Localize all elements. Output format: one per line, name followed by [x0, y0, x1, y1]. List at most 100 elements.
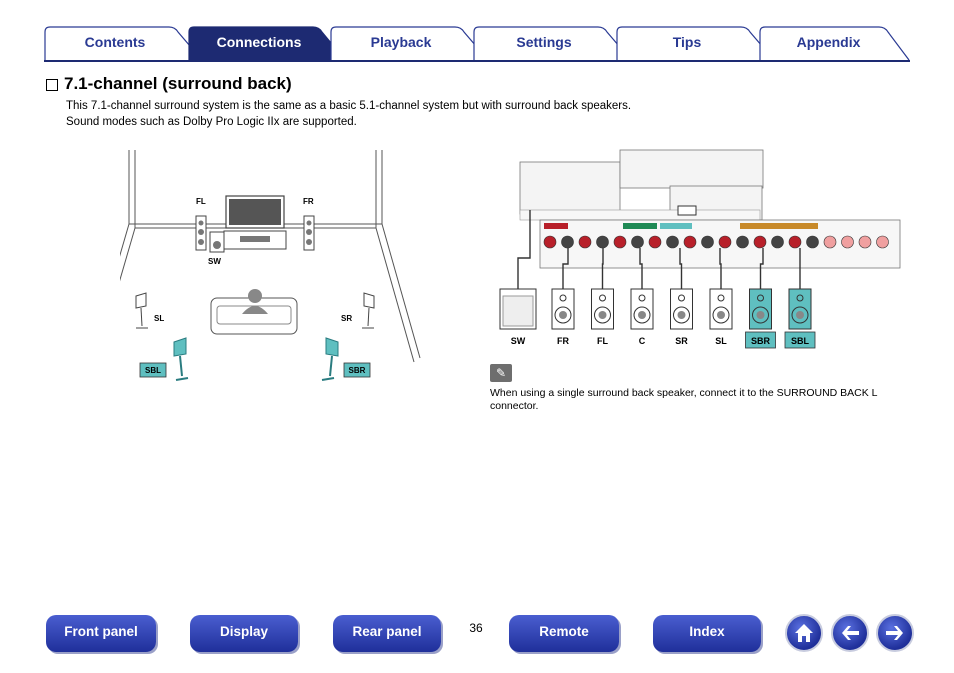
speaker-label-fl: FL	[597, 336, 608, 346]
badge-sbr	[745, 331, 776, 349]
front-panel-button[interactable]: Front panel	[46, 615, 156, 652]
remote-button[interactable]: Remote	[509, 615, 619, 652]
speaker-terminal	[683, 235, 697, 249]
forward-button[interactable]	[876, 614, 914, 652]
checkbox-square-icon	[46, 79, 58, 91]
page-title: 7.1-channel (surround back)	[64, 74, 292, 93]
note-text: When using a single surround back speake…	[490, 387, 878, 412]
label-sl: SL	[154, 314, 164, 323]
speaker-sw-box: SW	[499, 288, 537, 346]
speaker-terminal	[631, 235, 644, 249]
tab-label: Contents	[84, 34, 146, 50]
speaker-terminal	[736, 235, 749, 249]
sofa-listener-icon	[210, 289, 298, 335]
label-sbr: SBR	[349, 366, 366, 375]
tab-underline	[44, 60, 910, 62]
tab-label: Playback	[370, 34, 432, 50]
speaker-label-sbl: SBL	[791, 336, 810, 346]
display-button[interactable]: Display	[190, 615, 298, 652]
speaker-terminal	[596, 235, 609, 249]
tab-settings[interactable]: Settings	[473, 26, 633, 61]
speaker-sr-box: SR	[670, 288, 693, 346]
section-heading: 7.1-channel (surround back)	[46, 74, 292, 94]
tab-appendix[interactable]: Appendix	[759, 26, 910, 61]
speaker-fr-box: FR	[551, 288, 575, 346]
tab-playback[interactable]: Playback	[330, 26, 490, 61]
label-sbl: SBL	[145, 366, 161, 375]
speaker-label-sl: SL	[715, 336, 727, 346]
speaker-terminal	[561, 235, 574, 249]
tab-tips[interactable]: Tips	[616, 26, 776, 61]
tab-label: Connections	[216, 34, 302, 50]
arrow-left-icon	[842, 626, 859, 640]
home-icon	[795, 624, 813, 642]
speaker-cables	[517, 210, 801, 289]
cable-sl	[719, 248, 722, 289]
tab-label: Settings	[516, 34, 572, 50]
speaker-label-sr: SR	[675, 336, 688, 346]
intro-line-2: Sound modes such as Dolby Pro Logic IIx …	[66, 116, 357, 128]
speaker-fr-icon	[303, 215, 315, 251]
pencil-note-icon: ✎	[490, 364, 512, 382]
label-sr: SR	[341, 314, 352, 323]
page-number: 36	[469, 621, 483, 635]
speaker-sbl-icon	[173, 337, 189, 381]
speaker-fl-icon	[195, 215, 207, 251]
speaker-sl-box: SL	[709, 288, 733, 346]
speaker-terminal	[718, 235, 732, 249]
badge-sbl	[784, 331, 816, 349]
tab-connections[interactable]: Connections	[188, 26, 348, 61]
speaker-fl-box: FL	[591, 288, 614, 346]
speaker-terminal	[858, 235, 872, 249]
cable-sw	[517, 210, 531, 289]
subwoofer-icon	[209, 231, 225, 253]
speaker-terminal	[876, 235, 889, 249]
speaker-terminal	[648, 235, 662, 249]
receiver-rear-panel	[519, 149, 901, 269]
speaker-terminal	[753, 235, 767, 249]
speaker-sbl-box: SBL	[784, 288, 816, 349]
cable-c	[639, 248, 643, 289]
tab-contents[interactable]: Contents	[44, 26, 204, 61]
intro-text: This 7.1-channel surround system is the …	[66, 98, 631, 130]
back-button[interactable]	[831, 614, 869, 652]
speaker-sbr-icon	[321, 337, 339, 381]
speaker-label-c: C	[639, 336, 646, 346]
badge-sbr	[343, 362, 371, 378]
tab-bar: Contents Connections Playback Settings T…	[44, 26, 910, 62]
speaker-terminals	[543, 235, 889, 249]
tab-label: Appendix	[796, 34, 861, 50]
index-button[interactable]: Index	[653, 615, 761, 652]
home-button[interactable]	[785, 614, 823, 652]
speaker-label-fr: FR	[557, 336, 569, 346]
intro-line-1: This 7.1-channel surround system is the …	[66, 100, 632, 112]
tab-label: Tips	[672, 34, 702, 50]
badge-sbl	[139, 362, 167, 378]
room-layout-diagram: FL FR SW SL SR SBL SBR	[120, 150, 421, 381]
speaker-terminal	[788, 235, 802, 249]
speaker-c-box: C	[630, 288, 654, 346]
speaker-terminal	[806, 235, 819, 249]
speaker-label-sw: SW	[511, 336, 526, 346]
arrow-right-icon	[886, 626, 903, 640]
rear-panel-button[interactable]: Rear panel	[333, 615, 441, 652]
speaker-terminal	[771, 235, 784, 249]
cable-sbr	[759, 248, 764, 289]
label-sw: SW	[208, 257, 221, 266]
speaker-sl-icon	[135, 292, 148, 329]
speaker-terminal	[613, 235, 627, 249]
tv-icon	[223, 195, 287, 250]
speaker-sr-icon	[362, 292, 375, 329]
speaker-terminal	[578, 235, 592, 249]
speaker-terminal	[543, 235, 557, 249]
cable-fl	[601, 248, 604, 289]
cable-fr	[562, 248, 569, 289]
speaker-terminal	[666, 235, 679, 249]
speaker-terminal	[701, 235, 714, 249]
label-fl: FL	[196, 197, 206, 206]
label-fr: FR	[303, 197, 314, 206]
cable-sr	[679, 248, 683, 289]
speaker-terminal	[823, 235, 837, 249]
